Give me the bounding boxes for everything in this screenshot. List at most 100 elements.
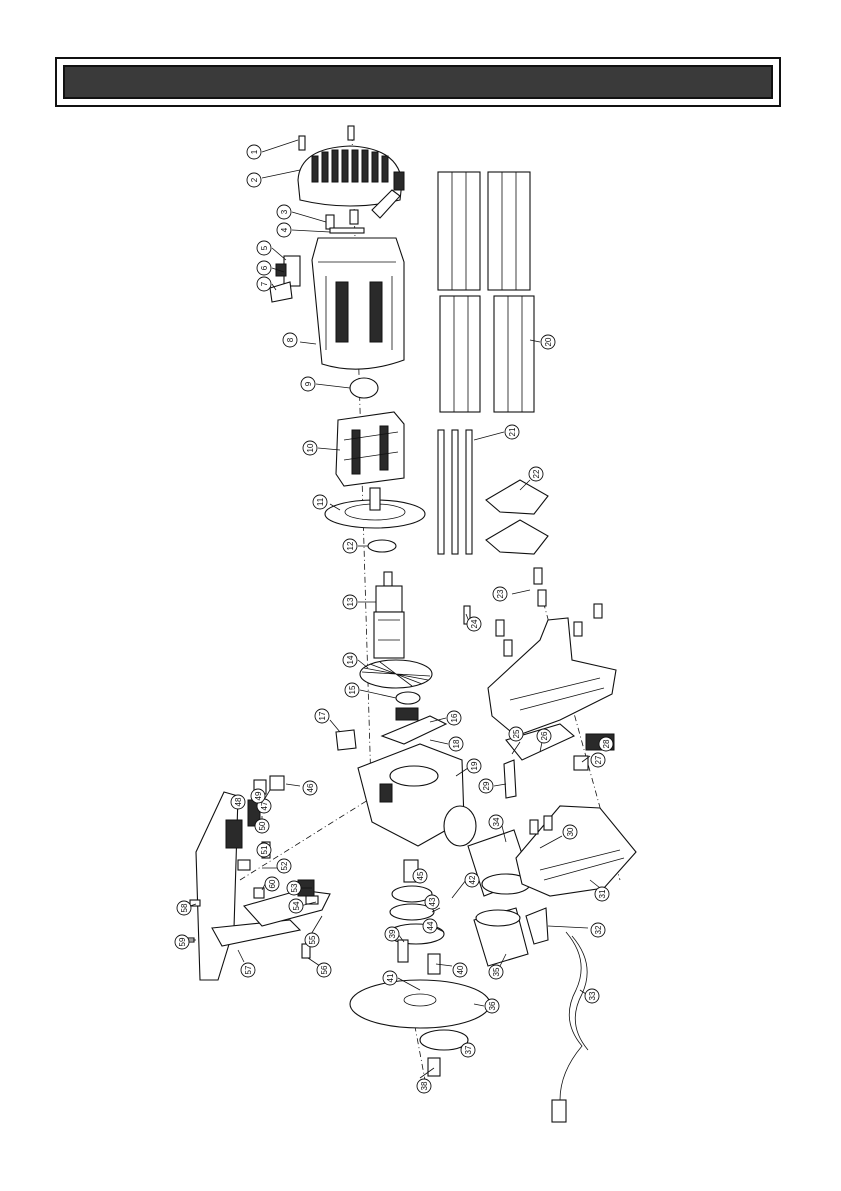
callout-23: 23 — [493, 587, 507, 601]
motor-housing — [312, 238, 404, 369]
callout-21: 21 — [505, 425, 519, 439]
callout-number: 14 — [346, 655, 355, 664]
callout-number: 31 — [598, 889, 607, 898]
callout-8: 8 — [283, 333, 297, 347]
callout-number: 50 — [258, 821, 267, 830]
bearing-9 — [350, 378, 378, 398]
clamps — [486, 480, 548, 554]
callout-28: 28 — [599, 737, 613, 751]
callout-22: 22 — [529, 467, 543, 481]
callout-number: 6 — [260, 265, 269, 270]
callout-44: 44 — [423, 919, 437, 933]
callout-number: 20 — [544, 337, 553, 346]
base-plate — [196, 792, 300, 980]
callout-20: 20 — [541, 335, 555, 349]
callout-number: 16 — [450, 713, 459, 722]
callout-41: 41 — [383, 971, 397, 985]
callout-39: 39 — [385, 927, 399, 941]
callout-number: 11 — [316, 497, 325, 506]
callout-number: 36 — [488, 1001, 497, 1010]
callout-number: 44 — [426, 921, 435, 930]
callout-number: 4 — [280, 227, 289, 232]
callout-37: 37 — [461, 1043, 475, 1057]
callout-number: 5 — [260, 245, 269, 250]
callout-35: 35 — [489, 965, 503, 979]
callout-number: 7 — [260, 281, 269, 286]
callout-42: 42 — [465, 873, 479, 887]
callout-12: 12 — [343, 539, 357, 553]
callout-46: 46 — [303, 781, 317, 795]
callout-43: 43 — [425, 895, 439, 909]
callout-34: 34 — [489, 815, 503, 829]
bearing-12 — [368, 540, 396, 552]
rail-pieces-upper — [438, 172, 530, 290]
callout-6: 6 — [257, 261, 271, 275]
callout-number: 25 — [512, 729, 521, 738]
callout-51: 51 — [257, 843, 271, 857]
handle-screws — [464, 568, 602, 656]
callout-number: 32 — [594, 925, 603, 934]
callout-53: 53 — [287, 881, 301, 895]
callout-number: 41 — [386, 973, 395, 982]
dust-tube-lower — [474, 908, 528, 966]
callout-26: 26 — [537, 729, 551, 743]
guide-strips — [438, 430, 472, 554]
callout-number: 37 — [464, 1045, 473, 1054]
stator — [336, 412, 404, 486]
callout-52: 52 — [277, 859, 291, 873]
spring-clip-4 — [330, 228, 364, 233]
callout-number: 18 — [452, 739, 461, 748]
callout-number: 9 — [304, 381, 313, 386]
callout-number: 55 — [308, 935, 317, 944]
callout-1: 1 — [247, 145, 261, 159]
callout-number: 42 — [468, 875, 477, 884]
callout-number: 29 — [482, 781, 491, 790]
callout-5: 5 — [257, 241, 271, 255]
callout-50: 50 — [255, 819, 269, 833]
callout-3: 3 — [277, 205, 291, 219]
callout-48: 48 — [231, 795, 245, 809]
handle-upper — [488, 618, 616, 736]
callout-number: 13 — [346, 597, 355, 606]
callout-54: 54 — [289, 899, 303, 913]
callout-number: 22 — [532, 469, 541, 478]
baffle-plate — [325, 488, 425, 528]
bearing-16 — [396, 708, 418, 720]
callout-33: 33 — [585, 989, 599, 1003]
callout-number: 46 — [306, 783, 315, 792]
callout-number: 15 — [348, 685, 357, 694]
callout-number: 40 — [456, 965, 465, 974]
callout-38: 38 — [417, 1079, 431, 1093]
callout-18: 18 — [449, 737, 463, 751]
gearbox-housing — [358, 744, 476, 846]
power-cord — [552, 932, 588, 1122]
callout-32: 32 — [591, 923, 605, 937]
callout-number: 57 — [244, 965, 253, 974]
callout-number: 54 — [292, 901, 301, 910]
blade-guard-bolts — [398, 940, 440, 974]
callout-number: 48 — [234, 797, 243, 806]
callout-25: 25 — [509, 727, 523, 741]
saw-blade — [350, 980, 490, 1028]
fan-gear — [360, 660, 432, 688]
callout-number: 38 — [420, 1081, 429, 1090]
callout-number: 3 — [280, 209, 289, 214]
cord-guard — [526, 908, 548, 944]
callout-55: 55 — [305, 933, 319, 947]
callout-19: 19 — [467, 759, 481, 773]
callout-9: 9 — [301, 377, 315, 391]
callout-number: 1 — [250, 149, 259, 154]
callout-number: 56 — [320, 965, 329, 974]
carbon-brush-assembly — [270, 256, 300, 302]
callout-56: 56 — [317, 963, 331, 977]
screw-3 — [326, 215, 334, 229]
callout-16: 16 — [447, 711, 461, 725]
armature — [374, 572, 404, 658]
callout-60: 60 — [265, 877, 279, 891]
callout-36: 36 — [485, 999, 499, 1013]
callout-27: 27 — [591, 753, 605, 767]
callout-number: 17 — [318, 711, 327, 720]
callout-number: 52 — [280, 861, 289, 870]
callout-number: 12 — [346, 541, 355, 550]
